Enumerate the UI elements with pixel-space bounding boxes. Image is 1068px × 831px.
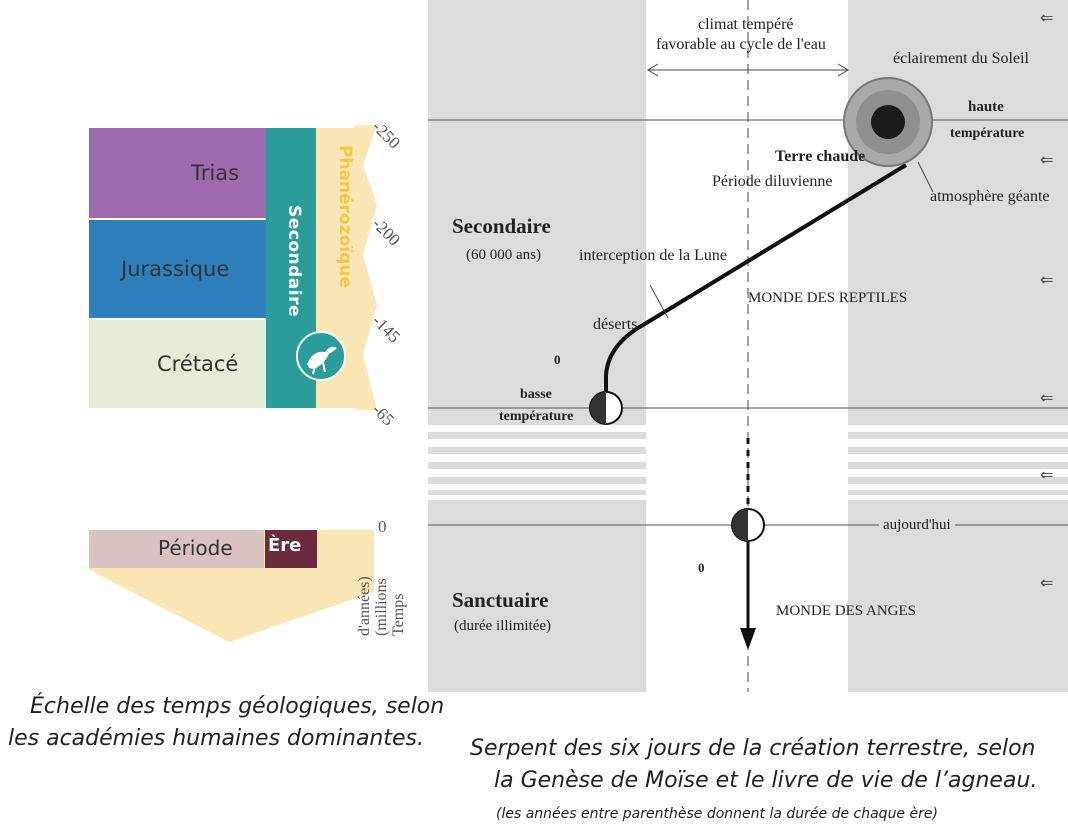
left-caption-line1: Échelle des temps géologiques, selon <box>30 694 445 719</box>
arrow-left-icon: ⇐ <box>1040 150 1054 169</box>
anges-label: MONDE DES ANGES <box>776 603 917 619</box>
era-label: Secondaire <box>284 205 304 318</box>
era-title: Secondaire <box>452 214 551 238</box>
haute-temperature-label: température <box>950 126 1025 141</box>
deserts-label: déserts <box>593 316 638 333</box>
period-cretace: Crétacé <box>89 320 266 408</box>
legend-shape <box>89 530 374 642</box>
period-trias: Trias <box>89 128 266 218</box>
legend-period: Période <box>158 536 233 560</box>
arrow-left-icon: ⇐ <box>1040 270 1054 289</box>
zero-mark-2: 0 <box>698 560 705 575</box>
right-caption-line2: la Genèse de Moïse et le livre de vie de… <box>494 768 1038 793</box>
reptiles-label: MONDE DES REPTILES <box>748 290 908 306</box>
haute-label: haute <box>968 99 1004 115</box>
sun-label: éclairement du Soleil <box>893 50 1029 67</box>
arrow-left-icon: ⇐ <box>1040 8 1054 27</box>
period-cretace-label: Crétacé <box>157 352 239 376</box>
arrow-left-icon: ⇐ <box>1040 388 1054 407</box>
right-caption-line1: Serpent des six jours de la création ter… <box>470 736 1036 761</box>
right-caption-note: (les années entre parenthèse donnent la … <box>496 806 938 822</box>
today-label: aujourd'hui <box>879 517 955 534</box>
eon-notches <box>355 125 377 410</box>
period-jurassique: Jurassique <box>89 220 266 318</box>
legend-time-1: d'années) <box>356 576 373 636</box>
era-duration: (60 000 ans) <box>466 247 541 263</box>
arrow-left-icon: ⇐ <box>1040 573 1054 592</box>
basse-label: basse <box>520 387 552 402</box>
top-label-1: climat tempéré <box>698 16 794 33</box>
atmosphere-label: atmosphère géante <box>930 188 1050 205</box>
left-caption-line2: les académies humaines dominantes. <box>8 726 424 751</box>
dinosaur-icon <box>296 331 346 381</box>
top-label-2: favorable au cycle de l'eau <box>656 36 826 53</box>
lune-label: interception de la Lune <box>579 247 727 264</box>
eon-label: Phanérozoïque <box>335 145 355 288</box>
terre-chaude-label: Terre chaude <box>775 148 866 165</box>
sanctuary-title: Sanctuaire <box>452 588 549 612</box>
period-trias-label: Trias <box>191 161 240 185</box>
legend-time-3: Temps <box>390 593 407 636</box>
arrow-left-icon: ⇐ <box>1040 465 1054 484</box>
legend-era: Ère <box>268 535 302 556</box>
periode-diluvienne-label: Période diluvienne <box>712 173 833 190</box>
legend-zero: 0 <box>378 517 387 536</box>
sanctuary-duration: (durée illimitée) <box>454 618 552 634</box>
zero-mark: 0 <box>554 352 561 367</box>
creation-diagram <box>428 0 1068 692</box>
legend-time-2: (millions <box>373 578 390 636</box>
legend-time: d'années) (millions Temps <box>356 548 407 636</box>
basse-temperature-label: température <box>499 409 574 424</box>
period-jurassique-label: Jurassique <box>121 257 230 281</box>
